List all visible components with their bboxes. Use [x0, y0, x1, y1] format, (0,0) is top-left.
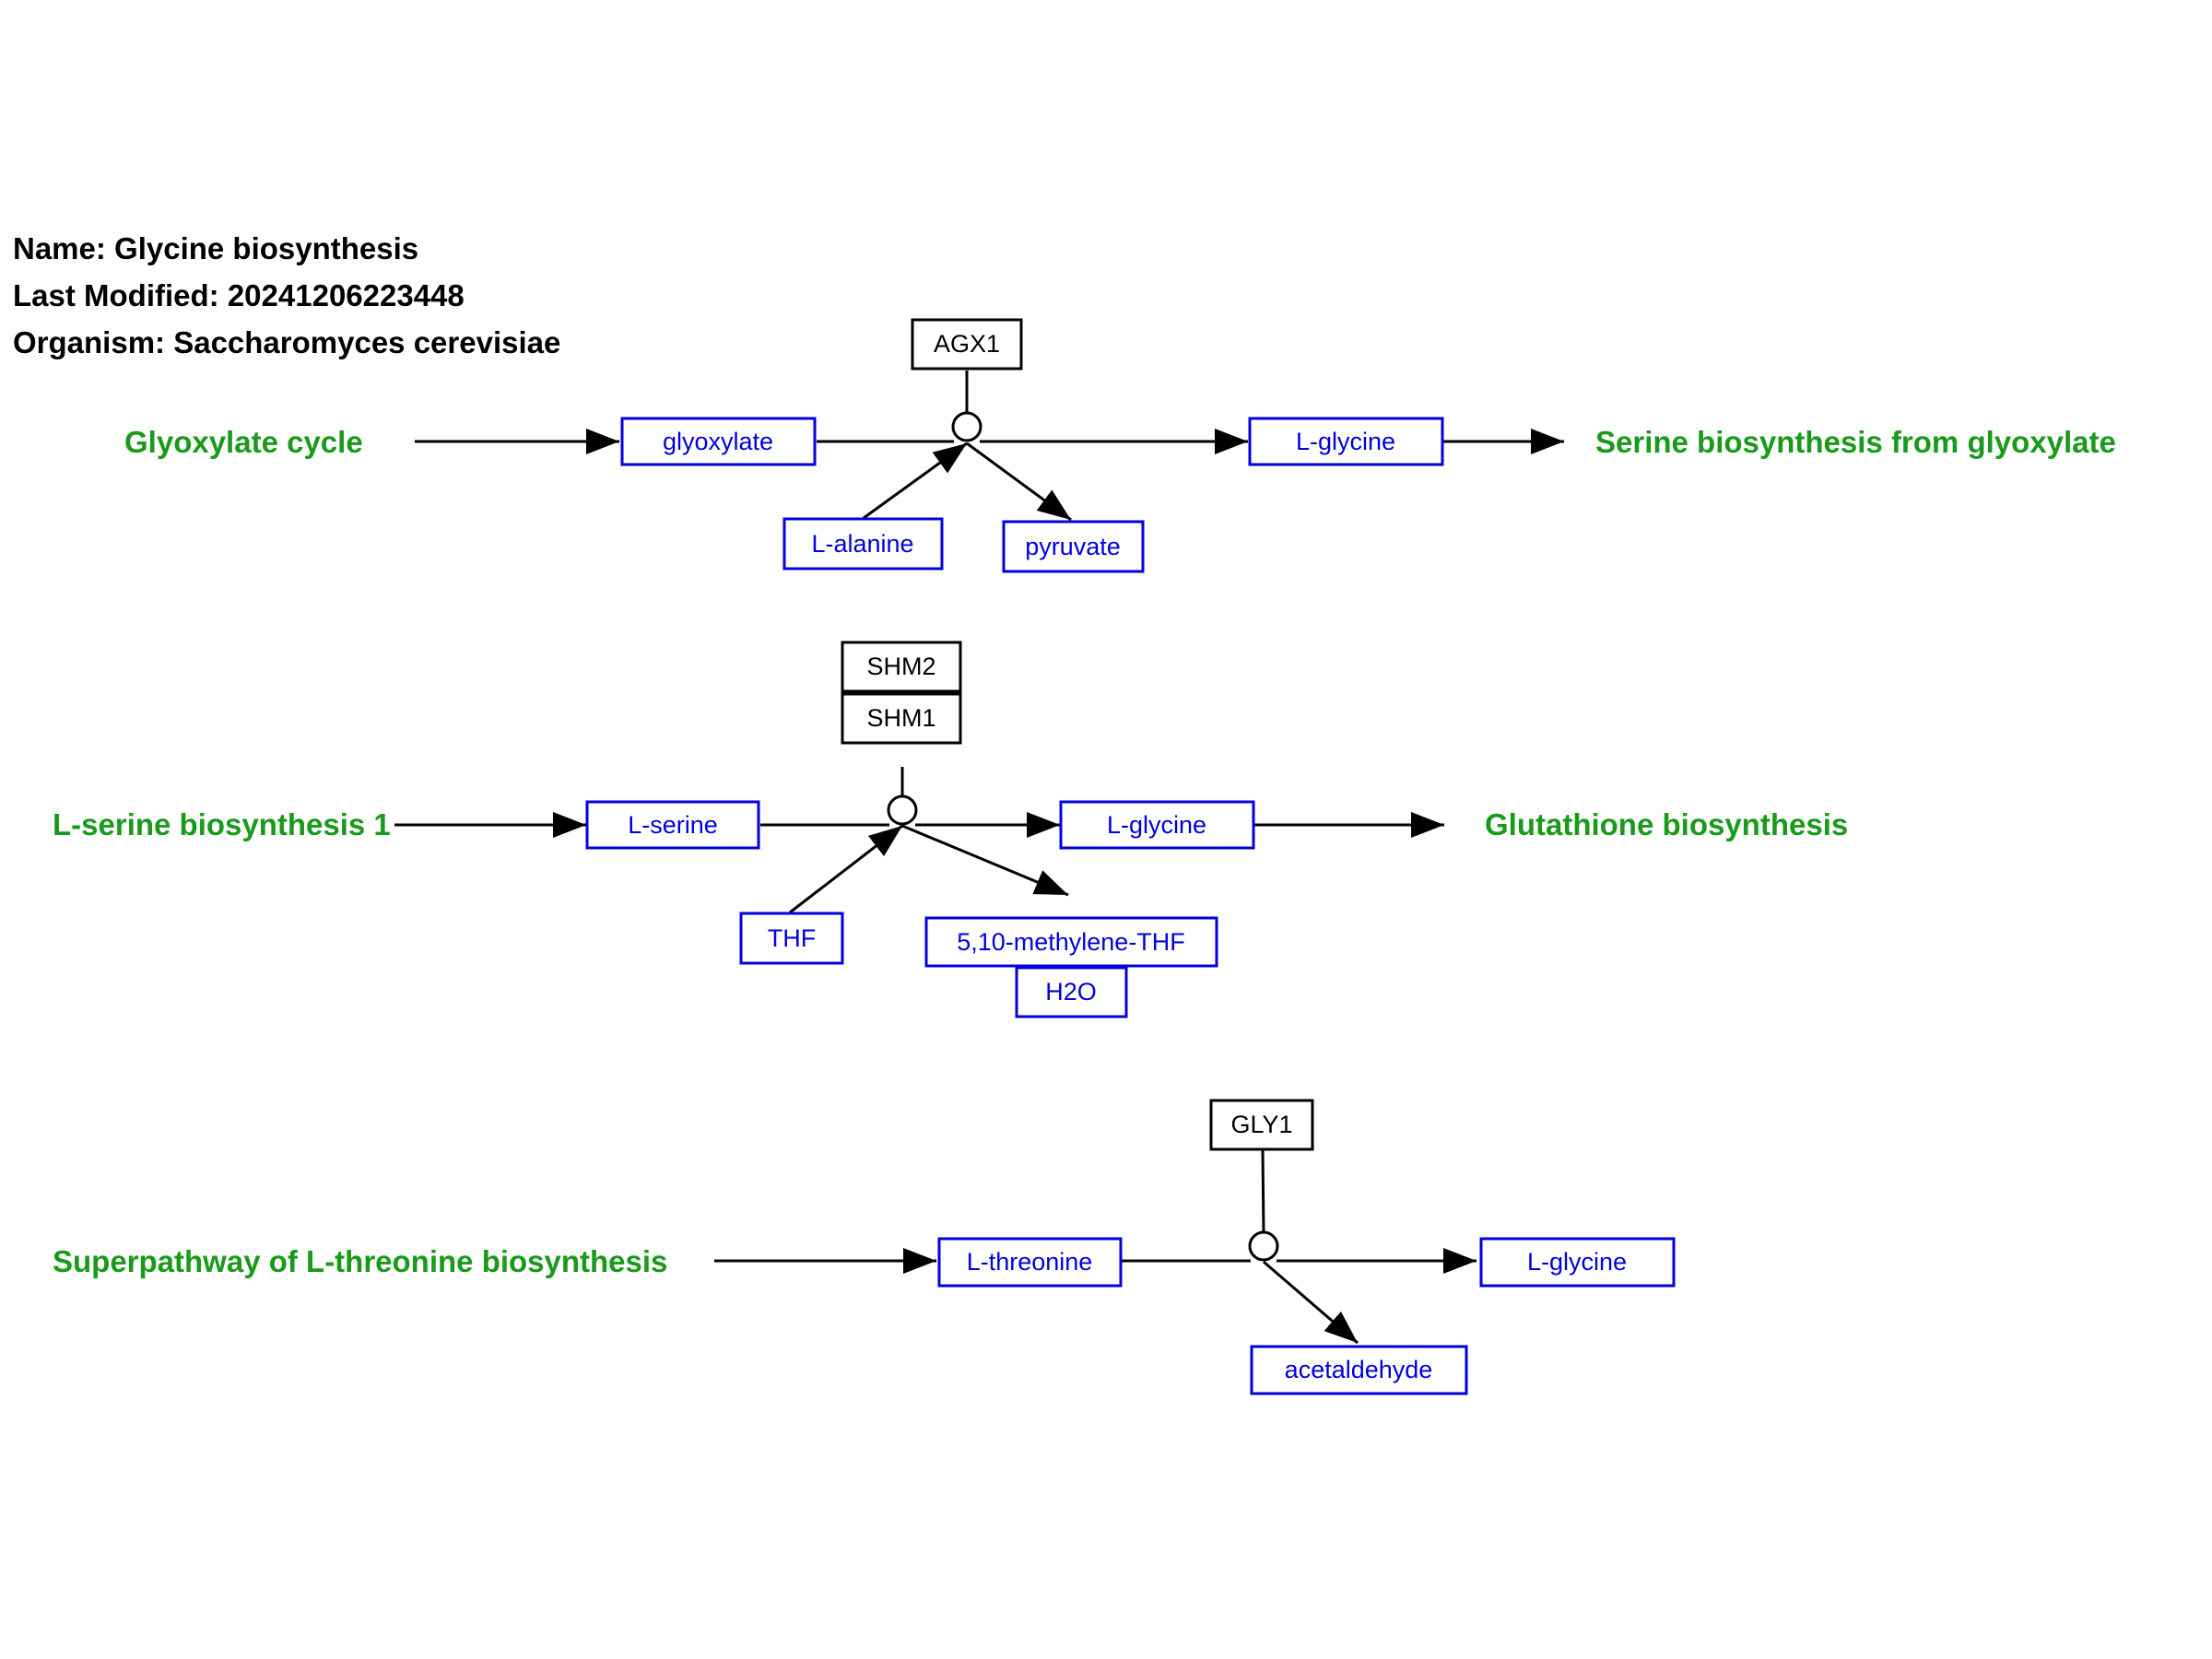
gene-label-gly1: GLY1	[1230, 1111, 1292, 1138]
metabolite-label: L-glycine	[1107, 811, 1206, 839]
gene-box-shm1[interactable]: SHM1	[841, 692, 962, 745]
metabolite-box-methylene-thf[interactable]: 5,10-methylene-THF	[924, 916, 1218, 968]
metabolite-label: THF	[768, 924, 816, 952]
metabolite-label: H2O	[1045, 978, 1097, 1006]
diagram-header: Name: Glycine biosynthesis Last Modified…	[13, 231, 560, 359]
metabolite-label: L-threonine	[967, 1248, 1093, 1276]
metabolite-box-l-glycine-3[interactable]: L-glycine	[1479, 1237, 1676, 1288]
reaction-node	[951, 411, 982, 442]
metabolite-label: pyruvate	[1025, 533, 1121, 560]
edge-gly1-catalysis	[1261, 1149, 1265, 1232]
pathway-labels: Glyoxylate cycle Serine biosynthesis fro…	[53, 425, 2116, 1278]
gene-label-agx1: AGX1	[934, 330, 1000, 358]
metabolite-label: acetaldehyde	[1285, 1356, 1433, 1383]
metabolite-label: 5,10-methylene-THF	[957, 928, 1185, 956]
gene-label-shm1: SHM1	[866, 704, 935, 732]
gene-label-shm2: SHM2	[866, 653, 935, 680]
metabolite-label: L-serine	[628, 811, 718, 839]
reaction-node	[1248, 1230, 1279, 1262]
gene-box-shm2[interactable]: SHM2	[841, 641, 962, 693]
metabolite-box-l-alanine[interactable]: L-alanine	[782, 517, 944, 571]
edge-alanine-to-node	[863, 441, 968, 520]
pathway-name: Name: Glycine biosynthesis	[13, 231, 418, 265]
metabolite-box-l-threonine[interactable]: L-threonine	[937, 1237, 1123, 1288]
metabolite-label: L-glycine	[1296, 428, 1395, 455]
gene-box-agx1[interactable]: AGX1	[911, 318, 1023, 371]
edge-node-to-pyruvate	[966, 441, 1072, 522]
last-modified: Last Modified: 20241206223448	[13, 278, 465, 312]
metabolite-box-pyruvate[interactable]: pyruvate	[1002, 520, 1145, 573]
metabolite-box-glyoxylate[interactable]: glyoxylate	[620, 417, 817, 466]
reaction-shm	[394, 767, 1444, 914]
pathway-threonine-superpathway[interactable]: Superpathway of L-threonine biosynthesis	[53, 1244, 667, 1278]
gene-boxes: AGX1 SHM2 SHM1 GLY1	[841, 318, 1314, 1151]
metabolite-box-h2o[interactable]: H2O	[1015, 966, 1128, 1018]
pathway-glutathione-biosynthesis[interactable]: Glutathione biosynthesis	[1485, 807, 1848, 841]
metabolite-boxes: glyoxylate L-glycine L-alanine pyruvate …	[585, 417, 1676, 1395]
metabolite-label: L-glycine	[1527, 1248, 1627, 1276]
metabolite-label: L-alanine	[811, 530, 913, 558]
metabolite-label: glyoxylate	[663, 428, 773, 455]
pathway-glyoxylate-cycle[interactable]: Glyoxylate cycle	[124, 425, 363, 459]
metabolite-box-thf[interactable]: THF	[739, 912, 844, 965]
reaction-node	[887, 794, 918, 826]
pathway-l-serine-biosynthesis[interactable]: L-serine biosynthesis 1	[53, 807, 391, 841]
edge-node-to-methylene-thf	[901, 824, 1069, 897]
edge-thf-to-node	[789, 824, 903, 914]
metabolite-box-l-glycine-1[interactable]: L-glycine	[1248, 417, 1444, 466]
reaction-gly1	[714, 1149, 1477, 1345]
edge-node-to-acetaldehyde	[1263, 1260, 1359, 1345]
gene-box-gly1[interactable]: GLY1	[1209, 1099, 1314, 1151]
metabolite-box-l-serine[interactable]: L-serine	[585, 800, 760, 850]
pathway-serine-from-glyoxylate[interactable]: Serine biosynthesis from glyoxylate	[1595, 425, 2116, 459]
metabolite-box-l-glycine-2[interactable]: L-glycine	[1059, 800, 1255, 850]
organism: Organism: Saccharomyces cerevisiae	[13, 325, 560, 359]
metabolite-box-acetaldehyde[interactable]: acetaldehyde	[1250, 1345, 1468, 1395]
reaction-agx1	[415, 371, 1564, 522]
